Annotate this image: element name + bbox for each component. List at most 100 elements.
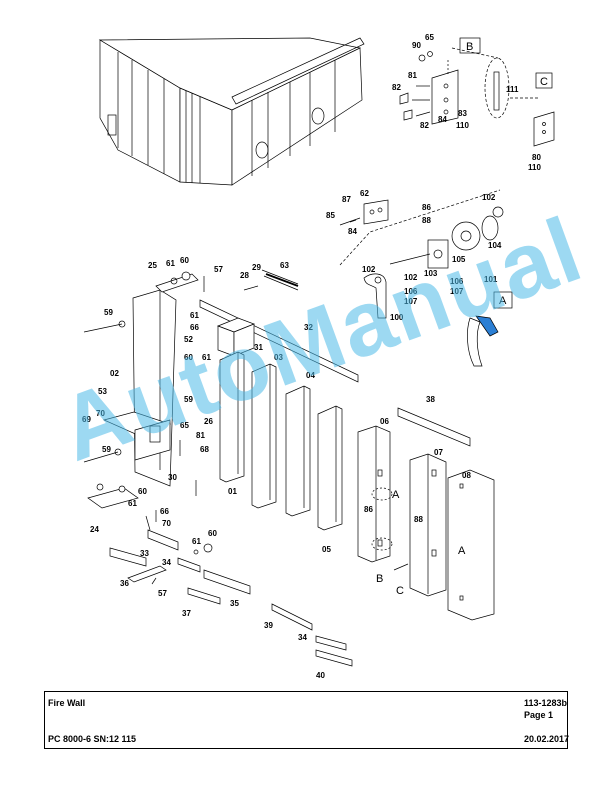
callout-106: 106 [450,277,464,286]
callout-03: 03 [274,353,283,362]
door-panels [357,425,495,621]
callout-68: 68 [200,445,209,454]
callout-102: 102 [482,193,496,202]
callout-25: 25 [148,261,157,270]
callout-59: 59 [104,308,113,317]
callout-103: 103 [424,269,438,278]
callout-110: 110 [456,121,469,130]
callout-90: 90 [412,41,421,50]
callout-69: 69 [82,415,91,424]
callout-66: 66 [190,323,199,332]
detail-letters: B C A A B C A [376,41,548,597]
callout-87: 87 [342,195,351,204]
detail-b-hinge [399,37,555,147]
detail-label-a: A [499,295,507,307]
title-block: Fire Wall 113-1283b Page 1 PC 8000-6 SN:… [44,691,570,749]
detail-label-c: C [540,76,548,88]
callout-62: 62 [360,189,369,198]
box-31 [217,317,255,357]
callout-105: 105 [452,255,466,264]
callout-30: 30 [168,473,177,482]
callout-104: 104 [488,241,502,250]
callout-61: 61 [128,499,137,508]
callout-39: 39 [264,621,273,630]
callout-52: 52 [184,335,193,344]
channel-panels [219,351,343,531]
callout-60: 60 [184,353,193,362]
callout-34: 34 [298,633,307,642]
callout-84: 84 [348,227,357,236]
callout-37: 37 [182,609,191,618]
detail-label-b: B [466,41,473,53]
callout-40: 40 [316,671,325,680]
callout-04: 04 [306,371,315,380]
callout-84: 84 [438,115,447,124]
callout-35: 35 [230,599,239,608]
callout-65: 65 [180,421,189,430]
document-date: 20.02.2017 [524,734,570,744]
callout-86: 86 [422,203,431,212]
callout-36: 36 [120,579,129,588]
callout-02: 02 [110,369,119,378]
callout-65: 65 [425,33,434,42]
callout-61: 61 [192,537,201,546]
callout-07: 07 [434,448,443,457]
exploded-parts-drawing: 65 90 81 82 82 83 84 110 111 80 110 87 6… [82,33,555,680]
callout-60: 60 [180,256,189,265]
cab-overview-illustration [98,37,365,186]
callout-59: 59 [184,395,193,404]
callout-59: 59 [102,445,111,454]
callout-110: 110 [528,163,541,172]
callout-57: 57 [158,589,167,598]
callout-82: 82 [420,121,429,130]
callout-24: 24 [90,525,99,534]
callout-80: 80 [532,153,541,162]
latch-assembly [339,189,504,319]
callout-106: 106 [404,287,418,296]
callout-70: 70 [162,519,171,528]
detail-callout-c: C [396,585,404,597]
callout-numbers: 65 90 81 82 82 83 84 110 111 80 110 87 6… [82,33,541,680]
callout-34: 34 [162,558,171,567]
callout-28: 28 [240,271,249,280]
callout-38: 38 [426,395,435,404]
callout-57: 57 [214,265,223,274]
callout-100: 100 [390,313,404,322]
callout-70: 70 [96,409,105,418]
callout-26: 26 [204,417,213,426]
callout-88: 88 [422,216,431,225]
callout-63: 63 [280,261,289,270]
callout-33: 33 [140,549,149,558]
callout-81: 81 [196,431,205,440]
callout-88: 88 [414,515,423,524]
callout-53: 53 [98,387,107,396]
page-number: Page 1 [524,710,554,720]
callout-101: 101 [484,275,498,284]
callout-82: 82 [392,83,401,92]
detail-callout-a: A [458,545,466,557]
document-number: 113-1283b [524,698,568,708]
callout-61: 61 [190,311,199,320]
fasteners-upper [83,269,299,463]
callout-85: 85 [326,211,335,220]
callout-66: 66 [160,507,169,516]
callout-31: 31 [254,343,263,352]
callout-60: 60 [208,529,217,538]
callout-29: 29 [252,263,261,272]
callout-107: 107 [404,297,418,306]
callout-61: 61 [202,353,211,362]
callout-86: 86 [364,505,373,514]
callout-61: 61 [166,259,175,268]
callout-102: 102 [362,265,376,274]
callout-81: 81 [408,71,417,80]
drawing-title: Fire Wall [48,698,86,708]
bracket-panel-02 [102,289,177,487]
callout-83: 83 [458,109,467,118]
callout-107: 107 [450,287,464,296]
detail-callout-b: B [376,573,383,585]
callout-01: 01 [228,487,237,496]
detail-callout-a: A [392,489,400,501]
lower-brackets [87,440,353,667]
callout-08: 08 [462,471,471,480]
callout-102: 102 [404,273,418,282]
